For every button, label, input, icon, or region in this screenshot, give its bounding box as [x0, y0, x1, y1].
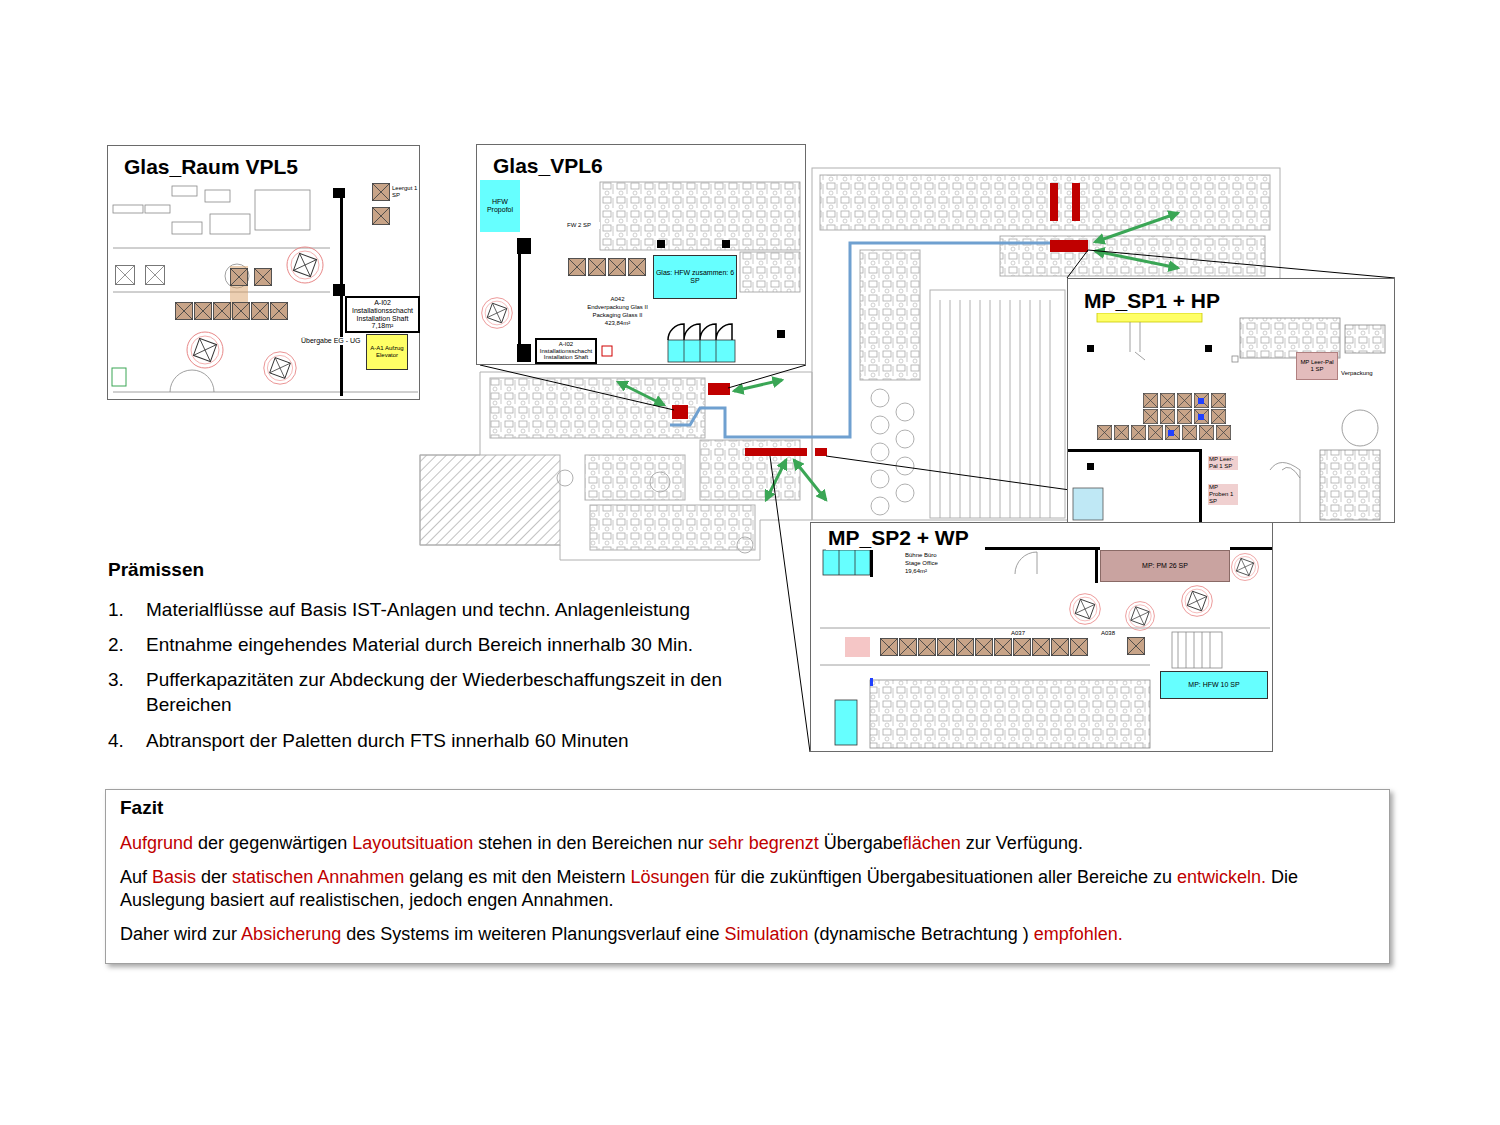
highlight-word: Simulation [725, 924, 809, 944]
list-number: 1. [108, 598, 124, 623]
highlight-word: begrenzt [749, 833, 819, 853]
premise-text: Abtransport der Paletten durch FTS inner… [146, 729, 751, 754]
area-heading: Glas_Raum VPL5 [122, 155, 300, 179]
room-area: 19,64m² [905, 568, 955, 575]
plan-label: Endverpackung Glas II [575, 304, 660, 311]
highlight-word: Lösungen [631, 867, 710, 887]
shaft-box: A-I02 Installationsschacht Installation … [345, 296, 420, 333]
premise-text: Entnahme eingehendes Material durch Bere… [146, 633, 751, 658]
shaft-box: A-I02 Installationsschacht Installation … [535, 338, 597, 364]
plan-label: MP Proben 1 SP [1208, 484, 1238, 505]
area-label: Glas: HFW zusammen: 6 SP [655, 269, 735, 284]
room-number: A038 [1100, 630, 1116, 637]
highlight-word: statischen [232, 867, 313, 887]
conclusion-paragraph: Daher wird zur Absicherung des Systems i… [120, 923, 1375, 946]
area-label: A-I02 Installationsschacht Installation … [348, 299, 417, 330]
highlight-word: sehr [709, 833, 744, 853]
highlight-word: Layoutsituation [352, 833, 473, 853]
list-number: 2. [108, 633, 124, 658]
plan-label: FW 2 SP [566, 222, 600, 229]
highlight-word: Basis [152, 867, 196, 887]
area-heading: MP_SP1 + HP [1082, 289, 1222, 313]
plan-label: Bühne Büro [905, 552, 955, 559]
premise-text: Materialflüsse auf Basis IST-Anlagen und… [146, 598, 751, 623]
area-label: A-A1 Aufzug Elevator [368, 345, 406, 358]
buffer-area: MP: HFW 10 SP [1160, 671, 1268, 699]
area-inset: Glas_VPL6HFW PropofolGlas: HFW zusammen:… [476, 144, 806, 365]
buffer-area: MP Leer-Pal 1 SP [1296, 352, 1338, 380]
buffer-area: Glas: HFW zusammen: 6 SP [653, 255, 737, 299]
conclusion-paragraph: Aufgrund der gegenwärtigen Layoutsituati… [120, 832, 1375, 855]
room-number: A037 [1010, 630, 1026, 637]
area-label: MP Leer-Pal 1 SP [1298, 359, 1336, 372]
area-inset: Glas_Raum VPL5A-A1 Aufzug Elevator A-I02 … [107, 145, 420, 400]
box-heading: Fazit [120, 797, 1375, 820]
area-label: HFW Propofol [481, 198, 519, 213]
highlight-word: Absicherung [241, 924, 341, 944]
room-number: A042 [575, 296, 660, 303]
area-label: MP: HFW 10 SP [1188, 681, 1239, 689]
plan-label: MP Leer-Pal 1 SP [1208, 456, 1238, 470]
highlight-word: Annahmen [317, 867, 404, 887]
conclusion-paragraph: Auf Basis der statischen Annahmen gelang… [120, 866, 1375, 911]
premise-text: Pufferkapazitäten zur Abdeckung der Wied… [146, 668, 751, 717]
section-heading: Prämissen [108, 558, 204, 583]
plan-label: Leergut 1 SP [392, 185, 418, 199]
room-area: 423,84m² [575, 320, 660, 327]
plan-label: Übergabe EG - UG [300, 337, 364, 345]
highlight-word: Aufgrund [120, 833, 193, 853]
buffer-area: MP: PM 26 SP [1100, 550, 1230, 582]
area-inset: MP_SP2 + WP MP: PM 26 SP MP: HFW 10 SP [810, 522, 1273, 752]
area-label: MP: PM 26 SP [1142, 562, 1188, 570]
area-label: A-I02 Installationsschacht Installation … [538, 341, 594, 361]
highlight-word: flächen [903, 833, 961, 853]
area-heading: MP_SP2 + WP [826, 526, 971, 550]
highlight-word: empfohlen. [1034, 924, 1123, 944]
buffer-area: HFW Propofol [480, 180, 520, 232]
area-heading: Glas_VPL6 [491, 154, 605, 178]
list-number: 4. [108, 729, 124, 754]
highlight-word: entwickeln. [1177, 867, 1266, 887]
plan-label: Stage Office [905, 560, 955, 567]
plan-label: Packaging Glass II [575, 312, 660, 319]
conclusion-box: FazitAufgrund der gegenwärtigen Layoutsi… [105, 789, 1390, 964]
elevator-box: A-A1 Aufzug Elevator [366, 334, 408, 370]
plan-label: Verpackung [1340, 370, 1388, 377]
list-number: 3. [108, 668, 124, 693]
